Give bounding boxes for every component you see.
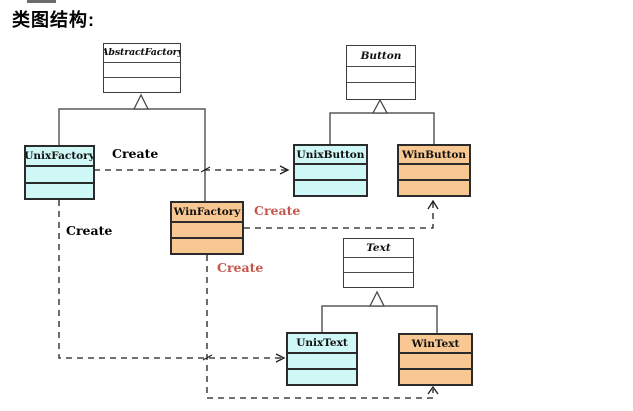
operations-compartment: [400, 370, 471, 384]
create-label-unixfactory-unixbutton: Create: [112, 146, 159, 161]
inheritance-line-buttons: [329, 112, 435, 144]
attributes-compartment: [26, 167, 93, 184]
dependency-arrow-unixbutton: [279, 165, 290, 175]
dependency-arrow-unixtext: [275, 353, 286, 363]
operations-compartment: [104, 78, 180, 92]
class-wintext: WinText: [398, 333, 473, 386]
class-text: Text: [343, 238, 414, 288]
class-title-winfactory: WinFactory: [172, 203, 242, 223]
inheritance-line-factories: [58, 108, 206, 201]
dependency-arrow-wintext: [427, 385, 439, 395]
line-crossing-hop-1: [200, 166, 211, 173]
class-winbutton: WinButton: [397, 144, 471, 197]
attributes-compartment: [172, 223, 242, 239]
operations-compartment: [26, 184, 93, 198]
inheritance-line-texts: [321, 305, 438, 333]
class-unixbutton: UnixButton: [293, 144, 368, 197]
create-label-winfactory-wintext: Create: [217, 260, 264, 275]
dependency-line-winfactory-wintext: [206, 255, 434, 399]
inheritance-triangle-button: [371, 98, 389, 114]
operations-compartment: [295, 181, 366, 195]
class-title-unixbutton: UnixButton: [295, 146, 366, 166]
class-title-unixfactory: UnixFactory: [26, 147, 93, 168]
operations-compartment: [399, 181, 469, 195]
dependency-line-winfactory-winbutton: [244, 202, 434, 229]
operations-compartment: [288, 370, 356, 384]
attributes-compartment: [288, 354, 356, 370]
crop-artifact: [27, 0, 56, 3]
operations-compartment: [344, 273, 413, 287]
operations-compartment: [172, 239, 242, 253]
inheritance-triangle-abstractfactory: [132, 93, 150, 110]
attributes-compartment: [344, 258, 413, 273]
class-abstractfactory: AbstractFactory: [103, 43, 181, 93]
class-title-abstractfactory: AbstractFactory: [104, 44, 180, 63]
dependency-line-unixfactory-unixtext: [58, 200, 283, 359]
create-label-winfactory-winbutton: Create: [254, 203, 301, 218]
dependency-arrow-winbutton: [427, 199, 439, 210]
inheritance-triangle-text: [368, 290, 386, 307]
class-unixtext: UnixText: [286, 332, 358, 386]
class-title-unixtext: UnixText: [288, 334, 356, 354]
class-winfactory: WinFactory: [170, 201, 244, 255]
operations-compartment: [347, 83, 415, 99]
attributes-compartment: [399, 165, 469, 182]
class-title-button: Button: [347, 46, 415, 67]
page-title: 类图结构:: [12, 10, 95, 30]
attributes-compartment: [400, 354, 471, 371]
attributes-compartment: [295, 165, 366, 182]
create-label-unixfactory-unixtext: Create: [66, 223, 113, 238]
attributes-compartment: [104, 63, 180, 78]
class-title-text: Text: [344, 239, 413, 258]
class-unixfactory: UnixFactory: [24, 145, 95, 200]
class-button: Button: [346, 45, 416, 100]
class-title-winbutton: WinButton: [399, 146, 469, 166]
class-title-wintext: WinText: [400, 335, 471, 355]
attributes-compartment: [347, 67, 415, 84]
